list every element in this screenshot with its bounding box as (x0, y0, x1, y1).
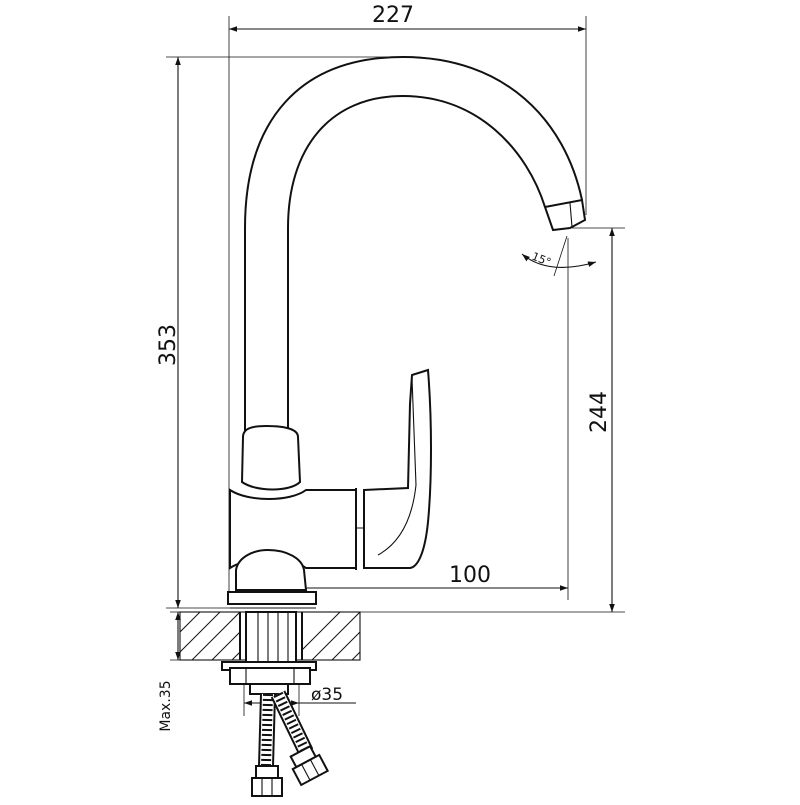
dim-244-label: 244 (587, 391, 612, 433)
dim-353-label: 353 (156, 324, 181, 366)
faucet-body (228, 426, 374, 608)
dim-max35-label: Max.35 (158, 680, 174, 731)
hose-fitting-left (252, 766, 282, 796)
dimension-spout-angle: 15° (522, 236, 596, 276)
dimension-counter-thickness: Max.35 (158, 612, 200, 732)
hose-fitting-right (287, 744, 328, 785)
dim-100-label: 100 (449, 563, 491, 588)
spout-aerator (545, 200, 585, 230)
dim-227-label: 227 (372, 3, 414, 28)
countertop-hatch-right (290, 610, 402, 662)
supply-hoses (252, 694, 328, 796)
dim-d35-label: ø35 (311, 685, 343, 705)
lever-handle (364, 370, 431, 568)
